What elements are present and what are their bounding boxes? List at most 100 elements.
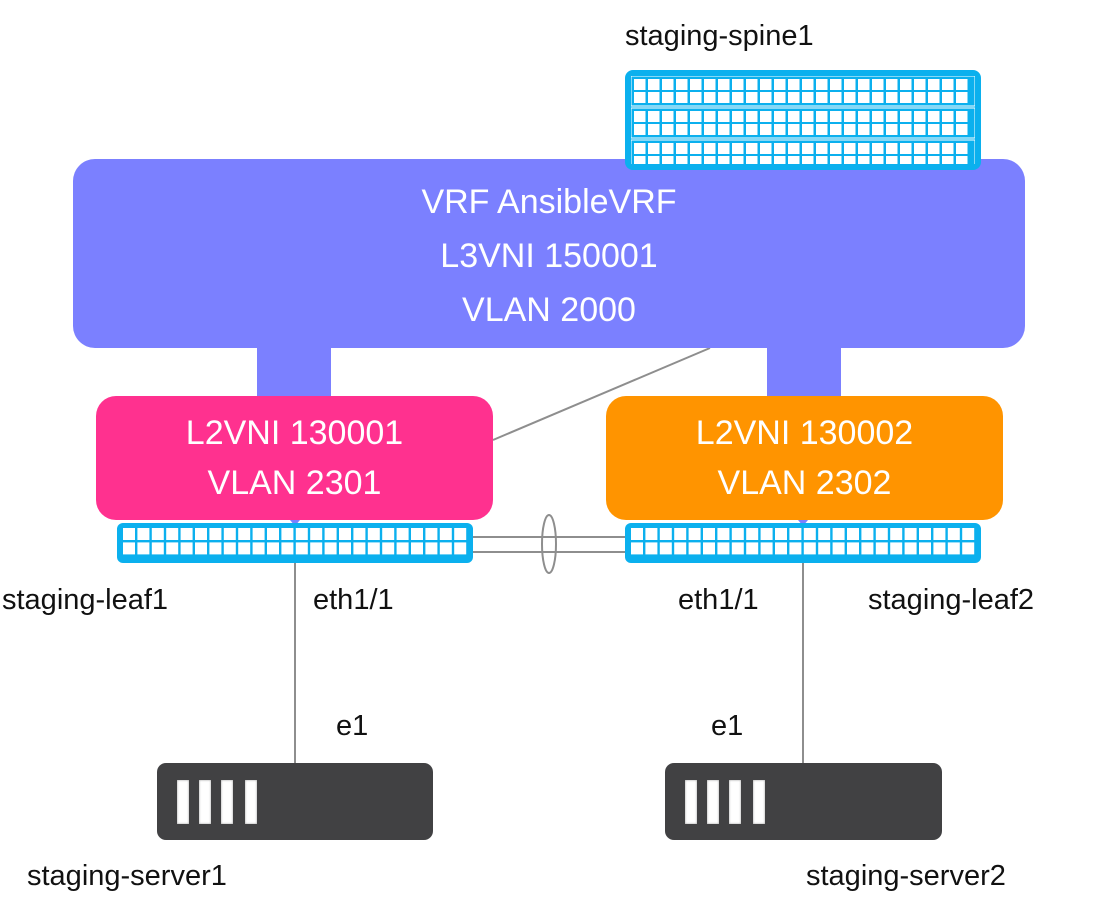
- switch-port: [634, 79, 646, 90]
- switch-port: [703, 542, 715, 555]
- switch-port: [324, 542, 337, 555]
- switch-port: [942, 79, 954, 90]
- switch-port: [718, 92, 730, 103]
- switch-port: [760, 542, 773, 555]
- switch-port: [704, 79, 716, 90]
- server1-port-label: e1: [336, 710, 369, 742]
- switch-port: [875, 542, 888, 555]
- switch-port: [802, 92, 814, 103]
- switch-port: [919, 528, 931, 540]
- switch-port: [858, 156, 870, 167]
- switch-port: [223, 528, 236, 540]
- switch-port: [858, 143, 870, 154]
- switch-port: [962, 542, 975, 555]
- switch-port: [942, 156, 954, 167]
- switch-port: [267, 528, 279, 540]
- switch-port: [872, 79, 884, 90]
- switch-port: [774, 156, 786, 167]
- leaf1-switch[interactable]: [117, 523, 473, 563]
- switch-port: [830, 124, 842, 135]
- switch-port: [775, 542, 787, 555]
- switch-port: [956, 156, 968, 167]
- switch-port: [886, 124, 898, 135]
- server1[interactable]: [157, 763, 433, 840]
- switch-port: [942, 92, 954, 103]
- switch-port: [662, 79, 674, 90]
- switch-port: [746, 111, 758, 122]
- switch-port: [674, 528, 687, 540]
- switch-port: [872, 143, 884, 154]
- server2[interactable]: [665, 763, 942, 840]
- leaf2-switch[interactable]: [625, 523, 981, 563]
- server2-drive-slot: [729, 780, 741, 824]
- switch-port: [816, 143, 828, 154]
- switch-port: [718, 79, 730, 90]
- server2-drive-slot: [685, 780, 697, 824]
- switch-port: [676, 124, 688, 135]
- server1-drive-slot: [177, 780, 189, 824]
- switch-port: [900, 124, 912, 135]
- switch-port: [914, 92, 926, 103]
- switch-port: [942, 111, 954, 122]
- switch-port: [238, 528, 251, 540]
- switch-port: [732, 143, 744, 154]
- switch-port: [928, 143, 940, 154]
- switch-port: [830, 111, 842, 122]
- vrf-l3vni: L3VNI 150001: [440, 237, 658, 275]
- switch-port: [180, 528, 193, 540]
- switch-port: [774, 124, 786, 135]
- switch-port: [746, 79, 758, 90]
- switch-port: [872, 92, 884, 103]
- l2vni-box-2[interactable]: L2VNI 130002 VLAN 2302: [606, 396, 1003, 520]
- l2vni-2-vni: L2VNI 130002: [695, 414, 914, 452]
- vrf-box[interactable]: VRF AnsibleVRF L3VNI 150001 VLAN 2000: [73, 159, 1025, 348]
- switch-port: [914, 156, 926, 167]
- switch-port: [900, 156, 912, 167]
- l2vni-2-vlan: VLAN 2302: [717, 464, 892, 502]
- switch-port: [195, 542, 207, 555]
- switch-port: [281, 542, 294, 555]
- l2vni-box-1[interactable]: L2VNI 130001 VLAN 2301: [96, 396, 493, 520]
- switch-port: [844, 92, 856, 103]
- switch-port: [788, 124, 800, 135]
- switch-port: [645, 528, 658, 540]
- switch-port: [310, 542, 323, 555]
- switch-port: [382, 542, 395, 555]
- server2-drive-slot: [707, 780, 719, 824]
- switch-port: [704, 111, 716, 122]
- switch-port: [151, 542, 164, 555]
- switch-port: [704, 92, 716, 103]
- switch-port: [900, 143, 912, 154]
- spine-switch[interactable]: [625, 70, 981, 171]
- switch-port: [928, 79, 940, 90]
- switch-port: [844, 143, 856, 154]
- switch-port: [662, 111, 674, 122]
- switch-port: [659, 528, 672, 540]
- switch-port: [844, 124, 856, 135]
- switch-port: [151, 528, 164, 540]
- switch-port: [942, 143, 954, 154]
- switch-port: [718, 143, 730, 154]
- switch-port: [775, 528, 787, 540]
- switch-port: [746, 156, 758, 167]
- switch-port: [195, 528, 207, 540]
- switch-port: [956, 143, 968, 154]
- switch-port: [731, 528, 744, 540]
- switch-port: [956, 111, 968, 122]
- switch-port: [339, 542, 351, 555]
- switch-port: [690, 124, 702, 135]
- switch-port: [947, 542, 960, 555]
- server1-drive-slot: [245, 780, 257, 824]
- switch-port: [789, 542, 802, 555]
- switch-port: [816, 111, 828, 122]
- switch-port: [886, 156, 898, 167]
- l2vni-1-vlan: VLAN 2301: [207, 464, 382, 502]
- switch-port: [760, 143, 772, 154]
- switch-port: [956, 92, 968, 103]
- switch-port: [872, 156, 884, 167]
- switch-port: [704, 124, 716, 135]
- switch-port: [718, 124, 730, 135]
- switch-port: [704, 156, 716, 167]
- switch-port: [690, 79, 702, 90]
- switch-port: [223, 542, 236, 555]
